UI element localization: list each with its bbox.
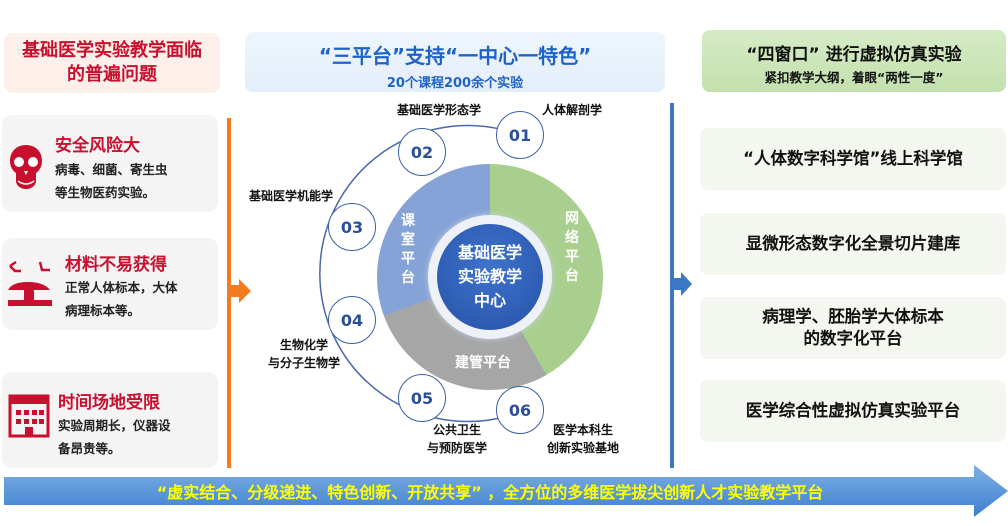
left-header: 基础医学实验教学面临 的普遍问题 (4, 33, 220, 93)
node-03-label: 基础医学机能学 (249, 189, 334, 203)
window-item-4: 医学综合性虚拟仿真实验平台 (700, 380, 1006, 442)
center-header: “三平台”支持“一中心一特色” 20个课程200余个实验 (245, 32, 665, 92)
bottom-arrow (4, 465, 1008, 517)
orange-divider (227, 118, 231, 468)
right-title: “四窗口” 进行虚拟仿真实验 (746, 45, 962, 65)
node-05-label: 公共卫生与预防医学 (426, 423, 487, 455)
network-platform-label: 网络平台 (565, 211, 579, 284)
right-header: “四窗口” 进行虚拟仿真实验 紧扣教学大纲，着眼“两性一度” (702, 30, 1006, 92)
center-subtitle: 20个课程200余个实验 (386, 76, 524, 91)
dissection-table-icon (8, 260, 52, 306)
building-icon (8, 394, 50, 438)
card-desc: 正常人体标本，大体 病理标本等。 (65, 280, 178, 318)
node-01: 01 (496, 111, 544, 159)
orange-arrow-icon (231, 279, 251, 303)
node-06-label: 医学本科生创新实验基地 (546, 423, 619, 455)
node-02-label: 基础医学形态学 (397, 103, 482, 117)
classroom-platform-label: 课室平台 (401, 213, 415, 286)
right-subtitle: 紧扣教学大纲，着眼“两性一度” (764, 70, 944, 85)
problem-card-time-space: 时间场地受限 实验周期长，仪器设 备昂贵等。 (2, 372, 218, 468)
card-desc: 病毒、细菌、寄生虫 等生物医药实验。 (55, 162, 168, 200)
card-desc: 实验周期长，仪器设 备昂贵等。 (58, 418, 171, 456)
blue-divider (670, 103, 674, 468)
center-core: 基础医学实验教学中心 (437, 224, 543, 330)
bottom-slogan: “虚实结合、分级递进、特色创新、开放共享” ，全方位的多维医学拔尖创新人才实验教… (156, 483, 824, 502)
node-04: 04 (328, 296, 376, 344)
problem-card-materials: 材料不易获得 正常人体标本，大体 病理标本等。 (2, 238, 218, 330)
left-title-line2: 的普遍问题 (67, 64, 157, 85)
problem-card-safety: 安全风险大 病毒、细菌、寄生虫 等生物医药实验。 (2, 115, 218, 212)
node-01-label: 人体解剖学 (542, 103, 603, 117)
skull-icon (10, 145, 42, 189)
card-title: 时间场地受限 (58, 393, 160, 413)
card-title: 材料不易获得 (65, 255, 167, 275)
management-platform-label: 建管平台 (455, 355, 511, 371)
center-title: “三平台”支持“一中心一特色” (318, 44, 592, 68)
left-title-line1: 基础医学实验教学面临 (22, 40, 202, 61)
node-04-label: 生物化学与分子生物学 (267, 338, 340, 370)
card-title: 安全风险大 (55, 136, 140, 156)
blue-arrow-icon (674, 272, 692, 296)
window-item-3: 病理学、胚胎学大体标本的数字化平台 (700, 297, 1006, 359)
window-item-1: “人体数字科学馆”线上科学馆 (700, 128, 1006, 190)
node-02: 02 (398, 128, 446, 176)
node-06: 06 (496, 386, 544, 434)
window-item-2: 显微形态数字化全景切片建库 (700, 213, 1006, 275)
node-05: 05 (398, 374, 446, 422)
node-03: 03 (328, 203, 376, 251)
